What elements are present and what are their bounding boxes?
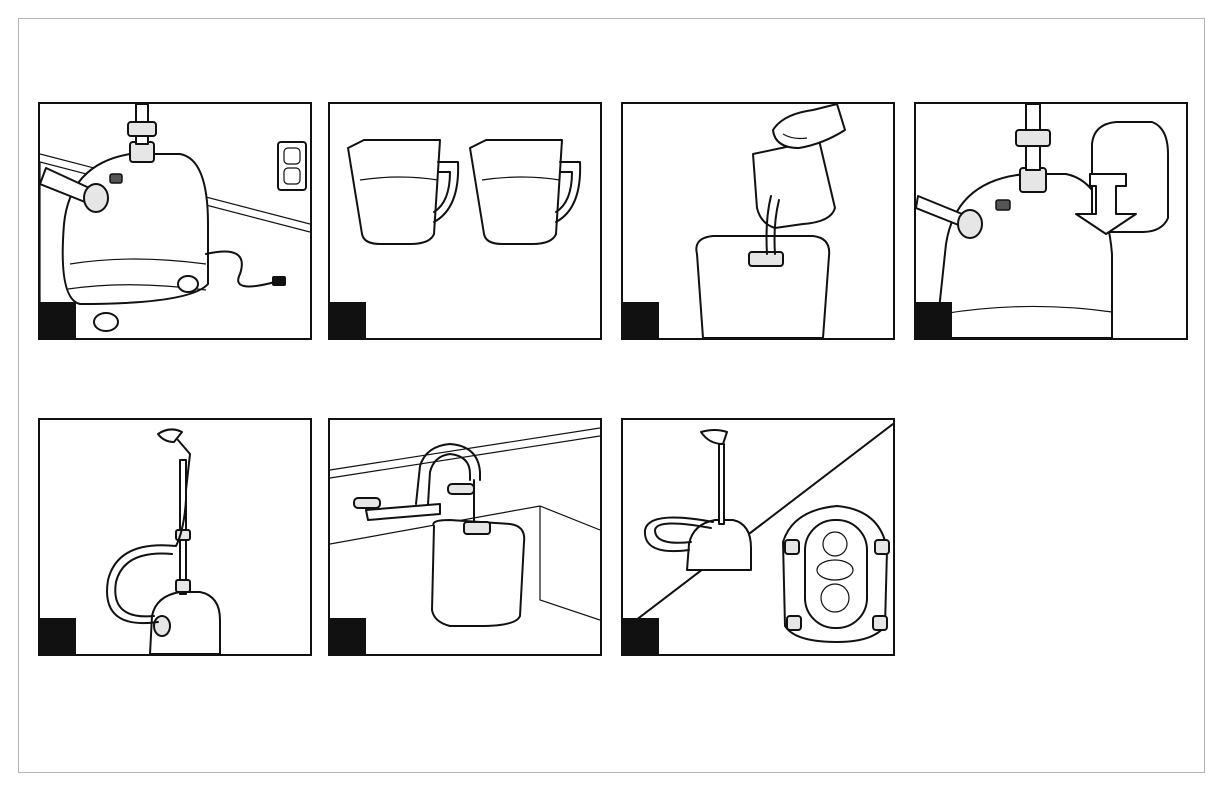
step-number-1 [40, 302, 76, 338]
two-water-pitchers-icon [330, 104, 600, 338]
step-panel-6 [328, 418, 602, 656]
assembled-steamer-icon [40, 420, 310, 654]
step-number-6 [330, 618, 366, 654]
step-panel-7 [621, 418, 895, 656]
step-panel-5 [38, 418, 312, 656]
insert-tank-into-steamer-icon [916, 104, 1186, 338]
fill-tank-at-faucet-icon [330, 420, 600, 654]
step-panel-2 [328, 102, 602, 340]
step-panel-3 [621, 102, 895, 340]
step-number-4 [916, 302, 952, 338]
step-panel-1 [38, 102, 312, 340]
steamer-and-bottom-view-icon [623, 420, 893, 654]
step-panel-4 [914, 102, 1188, 340]
pour-water-into-tank-icon [623, 104, 893, 338]
steamer-plugged-into-outlet-icon [40, 104, 310, 338]
step-number-2 [330, 302, 366, 338]
step-number-5 [40, 618, 76, 654]
step-number-7 [623, 618, 659, 654]
step-number-3 [623, 302, 659, 338]
